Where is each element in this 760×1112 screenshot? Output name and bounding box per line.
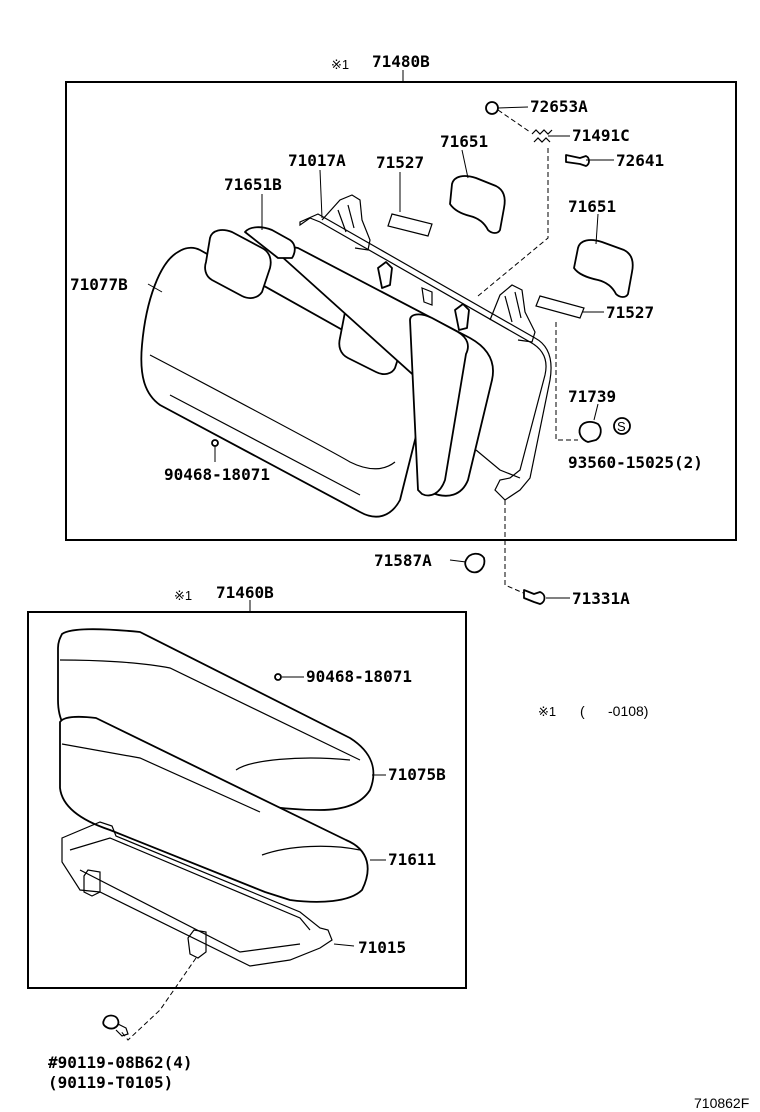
spring-71491c [531, 129, 553, 143]
clip-90468-bottom [274, 673, 282, 681]
label-72653a[interactable]: 72653A [530, 97, 588, 116]
label-71527-right[interactable]: 71527 [606, 303, 654, 322]
knob-71739 [578, 421, 602, 443]
cushion-group: ※1 71460B [27, 583, 467, 1041]
seatback-frame-part [299, 194, 552, 501]
label-90468-bottom[interactable]: 90468-18071 [306, 667, 412, 686]
label-71015[interactable]: 71015 [358, 938, 406, 957]
cover-71527-top [387, 213, 433, 237]
headrest-right [573, 239, 634, 298]
seatback-group: ※1 71480B [65, 52, 737, 541]
seatback-frame [65, 81, 737, 541]
cushion-pad-71611 [59, 715, 369, 903]
label-71491c[interactable]: 71491C [572, 126, 630, 145]
label-71017a[interactable]: 71017A [288, 151, 346, 170]
label-90119-t0105[interactable]: (90119-T0105) [48, 1073, 173, 1092]
label-71587a[interactable]: 71587A [374, 551, 432, 570]
cushion-mark: ※1 [174, 588, 192, 603]
cushion-part-number[interactable]: 71460B [216, 583, 274, 602]
bolt-90119 [102, 1014, 120, 1030]
middle-hardware [449, 540, 570, 605]
cap-72653a [485, 101, 499, 115]
label-71651-right[interactable]: 71651 [568, 197, 616, 216]
screw-93560 [613, 417, 631, 435]
seatback-mark: ※1 [331, 57, 349, 72]
label-71651b[interactable]: 71651B [224, 175, 282, 194]
cushion-frame [27, 611, 467, 989]
bolt-71331a [523, 589, 546, 605]
cushion-cover-71075b [57, 628, 375, 811]
seatback-right-part [244, 226, 494, 497]
label-90119-08b62[interactable]: #90119-08B62(4) [48, 1053, 193, 1072]
headrest-left [449, 175, 506, 234]
label-71077b[interactable]: 71077B [70, 275, 128, 294]
label-90468-top[interactable]: 90468-18071 [164, 465, 270, 484]
label-72641[interactable]: 72641 [616, 151, 664, 170]
knob-72641 [565, 154, 590, 167]
note-mark: ※1 [538, 704, 556, 719]
label-71075b[interactable]: 71075B [388, 765, 446, 784]
svg-text:S: S [617, 419, 626, 434]
cover-71527-right [535, 295, 585, 319]
diagram-id: 710862F [694, 1095, 749, 1111]
clip-71587a [464, 552, 486, 574]
cushion-frame-71015 [61, 821, 333, 967]
clip-90468-top [211, 439, 219, 447]
note-text: ( -0108) [580, 703, 648, 719]
label-71651-left[interactable]: 71651 [440, 132, 488, 151]
label-71739[interactable]: 71739 [568, 387, 616, 406]
label-71527-top[interactable]: 71527 [376, 153, 424, 172]
seatback-part-number[interactable]: 71480B [372, 52, 430, 71]
label-93560[interactable]: 93560-15025(2) [568, 453, 703, 472]
label-71611[interactable]: 71611 [388, 850, 436, 869]
label-71331a[interactable]: 71331A [572, 589, 630, 608]
